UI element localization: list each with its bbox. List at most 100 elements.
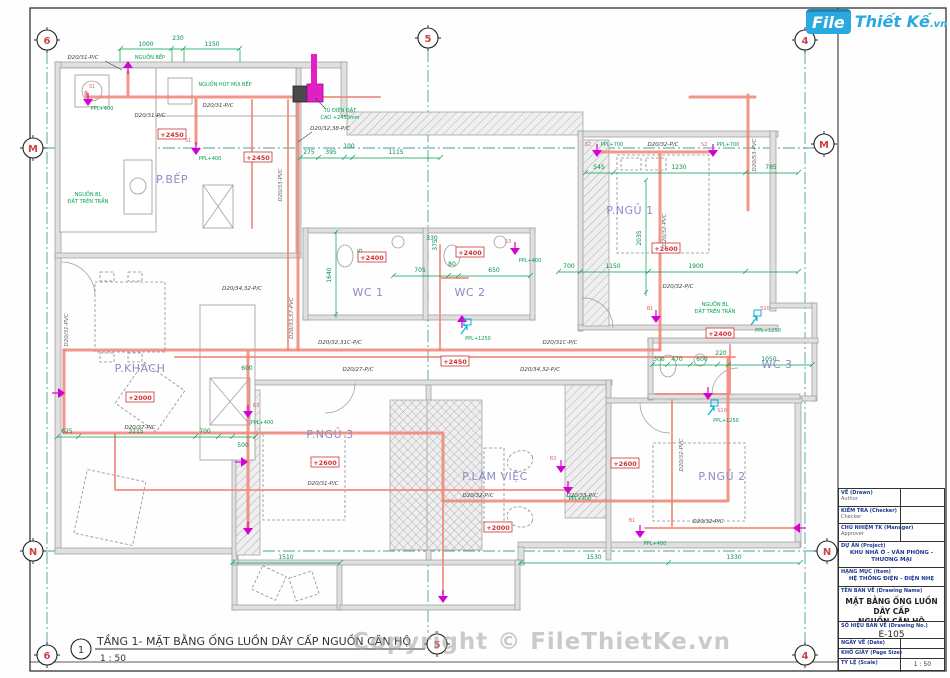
power-outlet-symbol [509,241,521,256]
note-label: NGUỒN BL [75,189,102,198]
scale-value-cell: 1 : 50 [899,659,944,672]
note-label: NGUỒN BL [702,299,729,308]
titleblock-sublabel: Author [841,496,858,502]
copyright-watermark: Copyright © FileThietKe.vn [352,629,731,655]
svg-text:M: M [28,144,38,155]
note-label: PPL+400 [644,541,667,547]
circuit-tag: B3 [550,456,557,462]
svg-text:4: 4 [802,36,809,47]
conduit-label: D20/37-P/C [124,425,155,431]
dim-label: 1900 [688,263,703,270]
elevation-label: +2000 [128,394,152,402]
conduit-label: D20/32-PVC [662,213,668,246]
circuit-tag: S2 [701,142,707,148]
dim-label: 220 [715,350,727,357]
circuit-tag: S1 [89,84,95,90]
grid-bubble-n-right: N [814,538,840,564]
dim-label: 395 [325,149,337,156]
titleblock-row-date: NGÀY VẼ (Date) [839,639,944,649]
titleblock-label: CHỦ NHIỆM TK (Manager) [841,525,914,531]
dim-label: 1150 [204,41,219,48]
furniture-layer [59,67,746,602]
note-label: CAO +2450mm [320,115,359,121]
dim-label: 700 [563,263,575,270]
titleblock-row-papersize: KHỔ GIẤY (Page Size) [839,649,944,659]
room-labels: P.BẾP P.NGỦ 1 WC 1 WC 2 WC 3 P.KHÁCH P.N… [115,172,792,483]
titleblock-label: HẠNG MỤC (Item) [841,569,891,575]
grid-bubble-m-right: M [811,131,837,157]
conduit-label: D20/31-PVC [64,313,70,346]
elevation-label: +2450 [443,358,467,366]
note-label: PPL+700 [601,142,624,148]
drawing-title: 1 TẦNG 1- MẶT BẰNG ỐNG LUỒN DÂY CẤP NGUỒ… [70,634,425,664]
conduit-label: D20/32,31C-P/C [318,340,362,346]
svg-text:N: N [823,547,831,558]
dim-label: 785 [765,164,777,171]
svg-text:6: 6 [44,36,51,47]
title-callout-number: 1 [78,645,84,656]
note-label: ĐẶT TRÊN TRẦN [695,307,736,315]
titleblock-empty-cell [899,489,944,506]
titleblock-empty-cell [899,507,944,523]
dim-label: 1230 [671,164,686,171]
titleblock-empty-cell [899,524,944,541]
conduit-layer [58,54,799,595]
dim-label: 700 [199,428,211,435]
svg-text:6: 6 [44,651,51,662]
note-label: PPL+1250 [465,336,491,342]
dim-label: 1640 [326,267,333,282]
drawing-number: E-105 [878,630,905,639]
conduit-label: D20/31C-P/C [543,340,578,346]
grid-bubble-5-top: 5 [415,25,441,51]
grid-bubble-4-bottom: 4 [792,642,818,668]
titleblock-row-number: SỐ HIỆU BẢN VẼ (Drawing No.) E-105 [839,622,944,639]
titleblock-label: DỰ ÁN (Project) [841,543,886,549]
drawing-title-text: TẦNG 1- MẶT BẰNG ỐNG LUỒN DÂY CẤP NGUỒN … [96,634,411,648]
note-label: TỦ ĐIỆN ĐẶT [323,106,357,114]
circuit-tag: B1 [647,306,654,312]
dim-label: 600 [696,356,708,363]
titleblock-empty-cell [899,649,944,658]
conduit-label: D20/34,32-P/C [520,367,560,373]
conduit-label: D20/32-P/C [662,284,693,290]
conduit-label: D20/31-P/C [134,113,165,119]
scale-value: 1 : 50 [913,661,932,668]
note-label: NGUỒN HÚT MÙI BẾP [198,79,251,88]
circuit-tag: S10 [760,306,770,312]
circuit-tag: S3 [505,239,511,245]
titleblock-label: KIỂM TRA (Checker) [841,508,897,514]
titleblock-label: TỶ LỆ (Scale) [841,660,878,666]
circuit-tag: B1 [629,518,636,524]
room-label-ngu2: P.NGỦ 2 [698,469,745,483]
titleblock-row-project: DỰ ÁN (Project) KHU NHÀ Ở - VĂN PHÒNG - … [839,542,944,568]
room-label-wc2: WC 2 [454,286,485,299]
svg-text:N: N [29,547,37,558]
circuit-tag: S2 [585,142,591,148]
logo-brand-text: Thiết Kế.vn [855,12,948,31]
dim-label: 2035 [636,230,643,245]
drawing-scale: 1 : 50 [100,654,126,664]
room-label-bep: P.BẾP [156,172,188,186]
room-label-khach: P.KHÁCH [115,362,166,375]
dim-label: 1050 [761,356,776,363]
titleblock-label: KHỔ GIẤY (Page Size) [841,650,903,656]
svg-text:4: 4 [802,651,809,662]
titleblock-row-scale: TỶ LỆ (Scale) 1 : 50 [839,659,944,672]
dim-label: 1510 [278,554,293,561]
dim-label: 3115 [128,428,143,435]
elevation-label: +2600 [654,245,678,253]
project-name: KHU NHÀ Ở - VĂN PHÒNG - THƯƠNG MẠI [849,550,934,564]
conduit-label: D20/27-P/C [342,367,373,373]
dim-label: 1115 [388,149,403,156]
logo-vn: .vn [929,19,948,30]
conduit-label: D20/33-P/C [566,493,597,499]
elevation-label: +2450 [246,154,270,162]
conduit-label: D20/33,57-PVC [289,297,295,339]
annotation-notes: NGUỒN BL ĐẶT TRÊN TRẦN NGUỒN HÚT MÙI BẾP… [68,52,781,547]
grid-bubble-4-top: 4 [792,27,818,53]
power-outlet-symbol [190,141,202,156]
titleblock-label: NGÀY VẼ (Date) [841,640,885,646]
titleblock-row-drawing-name: TÊN BẢN VẼ (Drawing Name) MẶT BẰNG ỐNG L… [839,587,944,622]
drawing-name-line2: NGUỒN CĂN HỘ [858,616,925,622]
